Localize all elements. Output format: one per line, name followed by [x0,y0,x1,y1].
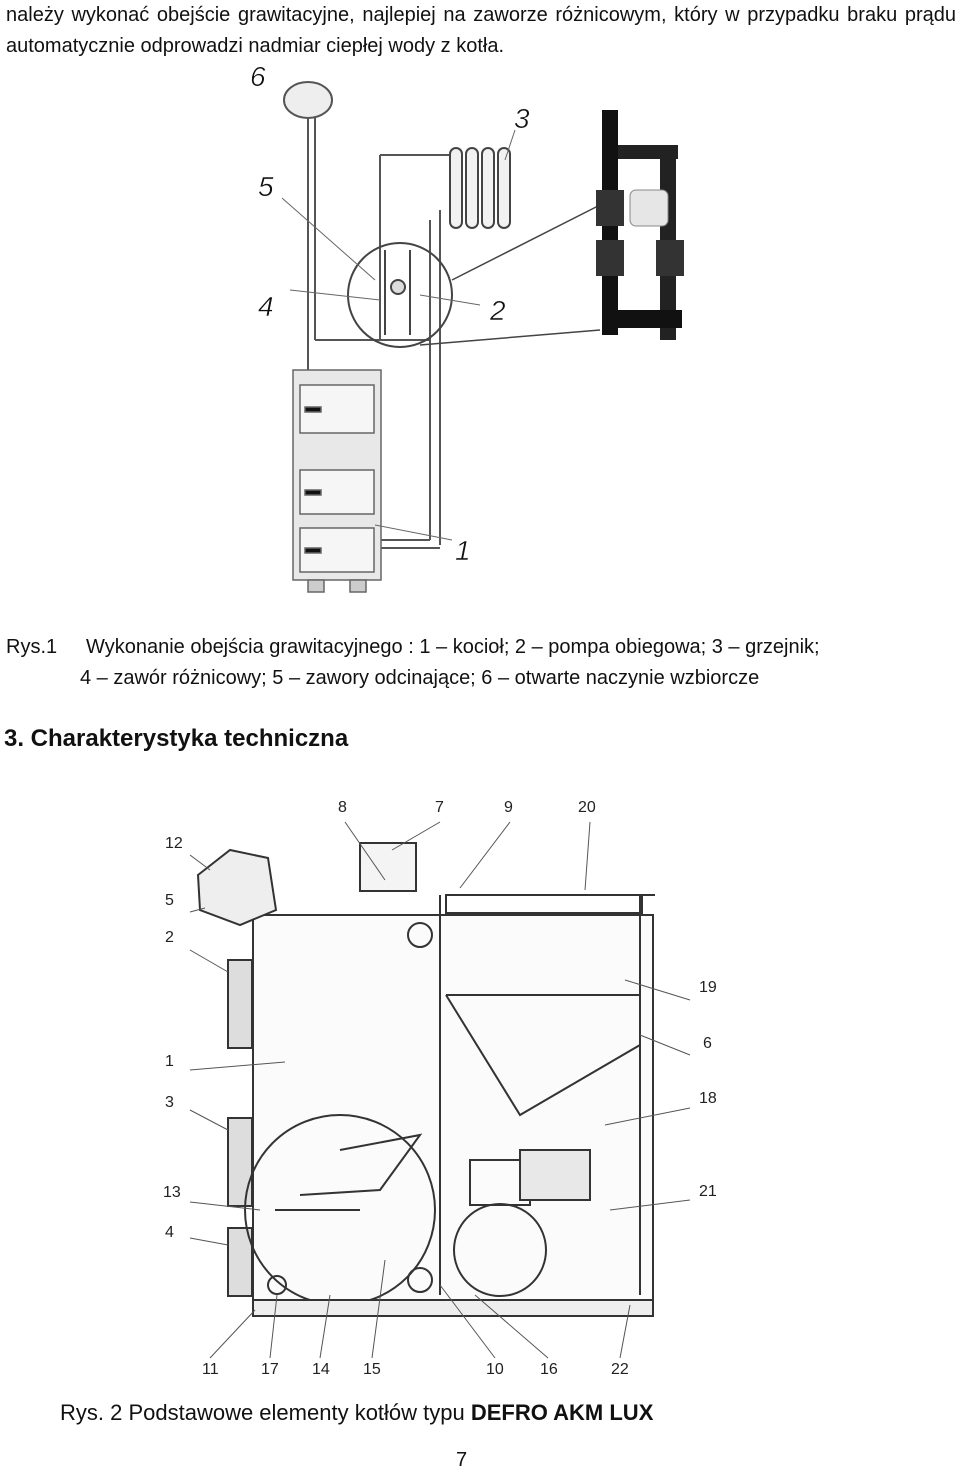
callout-5: 5 [258,171,274,202]
figure-2-caption: Rys. 2 Podstawowe elementy kotłów typu D… [60,1400,653,1426]
label-10: 10 [486,1361,504,1378]
label-5: 5 [165,892,174,909]
label-20: 20 [578,799,596,816]
detail-circle [347,242,453,348]
callout-3: 3 [514,103,530,134]
label-19: 19 [699,979,717,996]
label-16: 16 [540,1361,558,1378]
label-15: 15 [363,1361,381,1378]
page-number: 7 [456,1449,468,1471]
label-4: 4 [165,1224,174,1241]
label-6: 6 [703,1035,712,1052]
label-13: 13 [163,1184,181,1201]
label-22: 22 [611,1361,629,1378]
label-11: 11 [202,1361,219,1378]
label-3: 3 [165,1094,174,1111]
figure-1-caption: Rys.1 Wykonanie obejścia grawitacyjnego :… [6,632,954,694]
figure-1-label: Rys.1 [6,636,58,658]
label-2: 2 [165,929,174,946]
label-1: 1 [165,1053,174,1070]
section-title: 3. Charakterystyka techniczna [4,725,349,752]
label-17: 17 [261,1361,279,1378]
callout-6: 6 [250,61,266,92]
figure-2-diagram: 8 7 9 20 12 5 2 1 3 13 4 19 6 18 21 11 1… [163,799,717,1378]
label-12: 12 [165,835,183,852]
callout-2: 2 [489,295,506,326]
label-18: 18 [699,1090,717,1107]
expansion-tank [283,81,333,119]
figure-1-caption-line2: 4 – zawór różnicowy; 5 – zawory odcinają… [80,667,760,689]
radiator [449,147,511,229]
label-21: 21 [699,1183,717,1200]
callout-1: 1 [455,535,471,566]
callout-4: 4 [258,291,274,322]
figure-2-model-name: DEFRO AKM LUX [470,1400,654,1425]
boiler-1 [292,369,382,593]
figure-1-caption-line1: Wykonanie obejścia grawitacyjnego : 1 – … [86,636,820,658]
intro-paragraph: należy wykonać obejście grawitacyjne, na… [6,4,956,57]
label-14: 14 [312,1361,330,1378]
label-7: 7 [435,799,444,816]
figure-2-caption-text: Rys. 2 Podstawowe elementy kotłów typu [60,1400,471,1425]
figure-1-diagram: 6 3 5 4 2 1 [250,61,684,593]
label-9: 9 [504,799,513,816]
label-8: 8 [338,799,347,816]
pump-detail-photo [596,110,684,340]
